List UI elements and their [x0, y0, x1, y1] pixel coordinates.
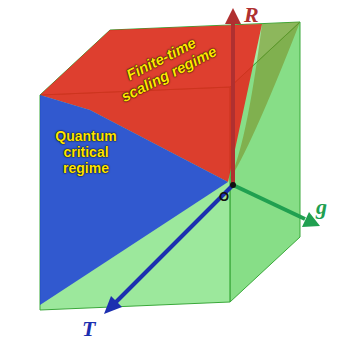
r-axis: [231, 22, 235, 185]
g-axis: [233, 185, 305, 219]
origin-label: O: [219, 190, 229, 203]
t-axis: [116, 185, 233, 302]
quantum-critical-region: [40, 95, 228, 305]
region-name: Quantum critical regime: [44, 128, 128, 176]
parabolic-surface: [228, 22, 300, 182]
quantum-critical-region-label: Quantum critical regime: [42, 126, 130, 178]
r-arrowhead: [225, 8, 241, 24]
origin-dot: [230, 182, 236, 188]
axis-label: R: [244, 4, 259, 26]
axis-label: T: [82, 318, 95, 340]
t-arrowhead: [104, 296, 122, 314]
axis-label: g: [316, 196, 327, 218]
